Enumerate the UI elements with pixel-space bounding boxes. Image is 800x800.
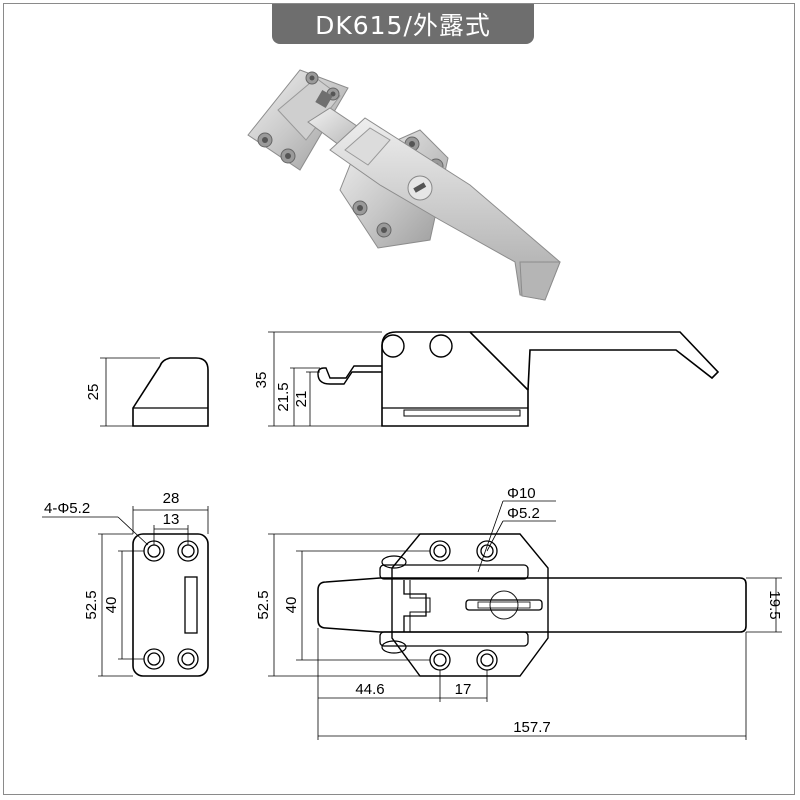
keeper-hole-pitch-label: 40 [103, 597, 120, 614]
hole-diameter-label: Φ5.2 [507, 505, 540, 522]
keeper-width-label: 28 [163, 490, 180, 507]
latch-side-view: 35 21.5 21 [253, 331, 720, 427]
pivot-circle-2 [429, 334, 453, 358]
latch-mount-hole [429, 540, 451, 562]
hook-height-a-label: 21.5 [275, 382, 292, 411]
latch-mount-hole [429, 649, 451, 671]
latch-height-plan-label: 52.5 [255, 590, 272, 619]
keeper-slot [184, 576, 198, 634]
keeper-holes-label: 4-Φ5.2 [44, 500, 90, 517]
latch-base-plate [391, 533, 549, 677]
hook-height-b-label: 21 [293, 391, 310, 408]
latch-mount-hole [476, 649, 498, 671]
lock-slot [465, 599, 543, 611]
keeper-height-label: 25 [85, 384, 102, 401]
latch-mount-hole [476, 540, 498, 562]
keeper-height-plan-label: 52.5 [83, 590, 100, 619]
product-title: DK615/外露式 [272, 4, 534, 44]
keeper-plan-view: 28 13 4-Φ5.2 52.5 40 [42, 490, 209, 677]
keeper-mount-hole [177, 648, 199, 670]
latch-height-label: 35 [253, 372, 270, 389]
pivot-circle-1 [381, 334, 405, 358]
handle-width-label: 19.5 [766, 590, 783, 619]
latch-hole-spacing-label: 17 [455, 681, 472, 698]
keeper-hole-spacing-label: 13 [163, 511, 180, 528]
keeper-bracket-illustration [247, 69, 349, 171]
latch-hole-pitch-label: 40 [283, 597, 300, 614]
hook-outline [317, 365, 382, 385]
latch-plan-view: Φ10 Φ5.2 52.5 40 19.5 44.6 17 157.7 [255, 485, 783, 740]
keeper-mount-hole [143, 648, 165, 670]
offset-label: 44.6 [355, 681, 384, 698]
latch-handle-bar [317, 577, 747, 633]
latch-length-label: 157.7 [513, 719, 551, 736]
pin-diameter-label: Φ10 [507, 485, 536, 502]
lever-handle-illustration [329, 117, 561, 301]
product-photo [247, 69, 561, 301]
image-frame [3, 3, 795, 795]
keeper-side-view: 25 [85, 357, 209, 427]
handle-outline [470, 331, 720, 391]
